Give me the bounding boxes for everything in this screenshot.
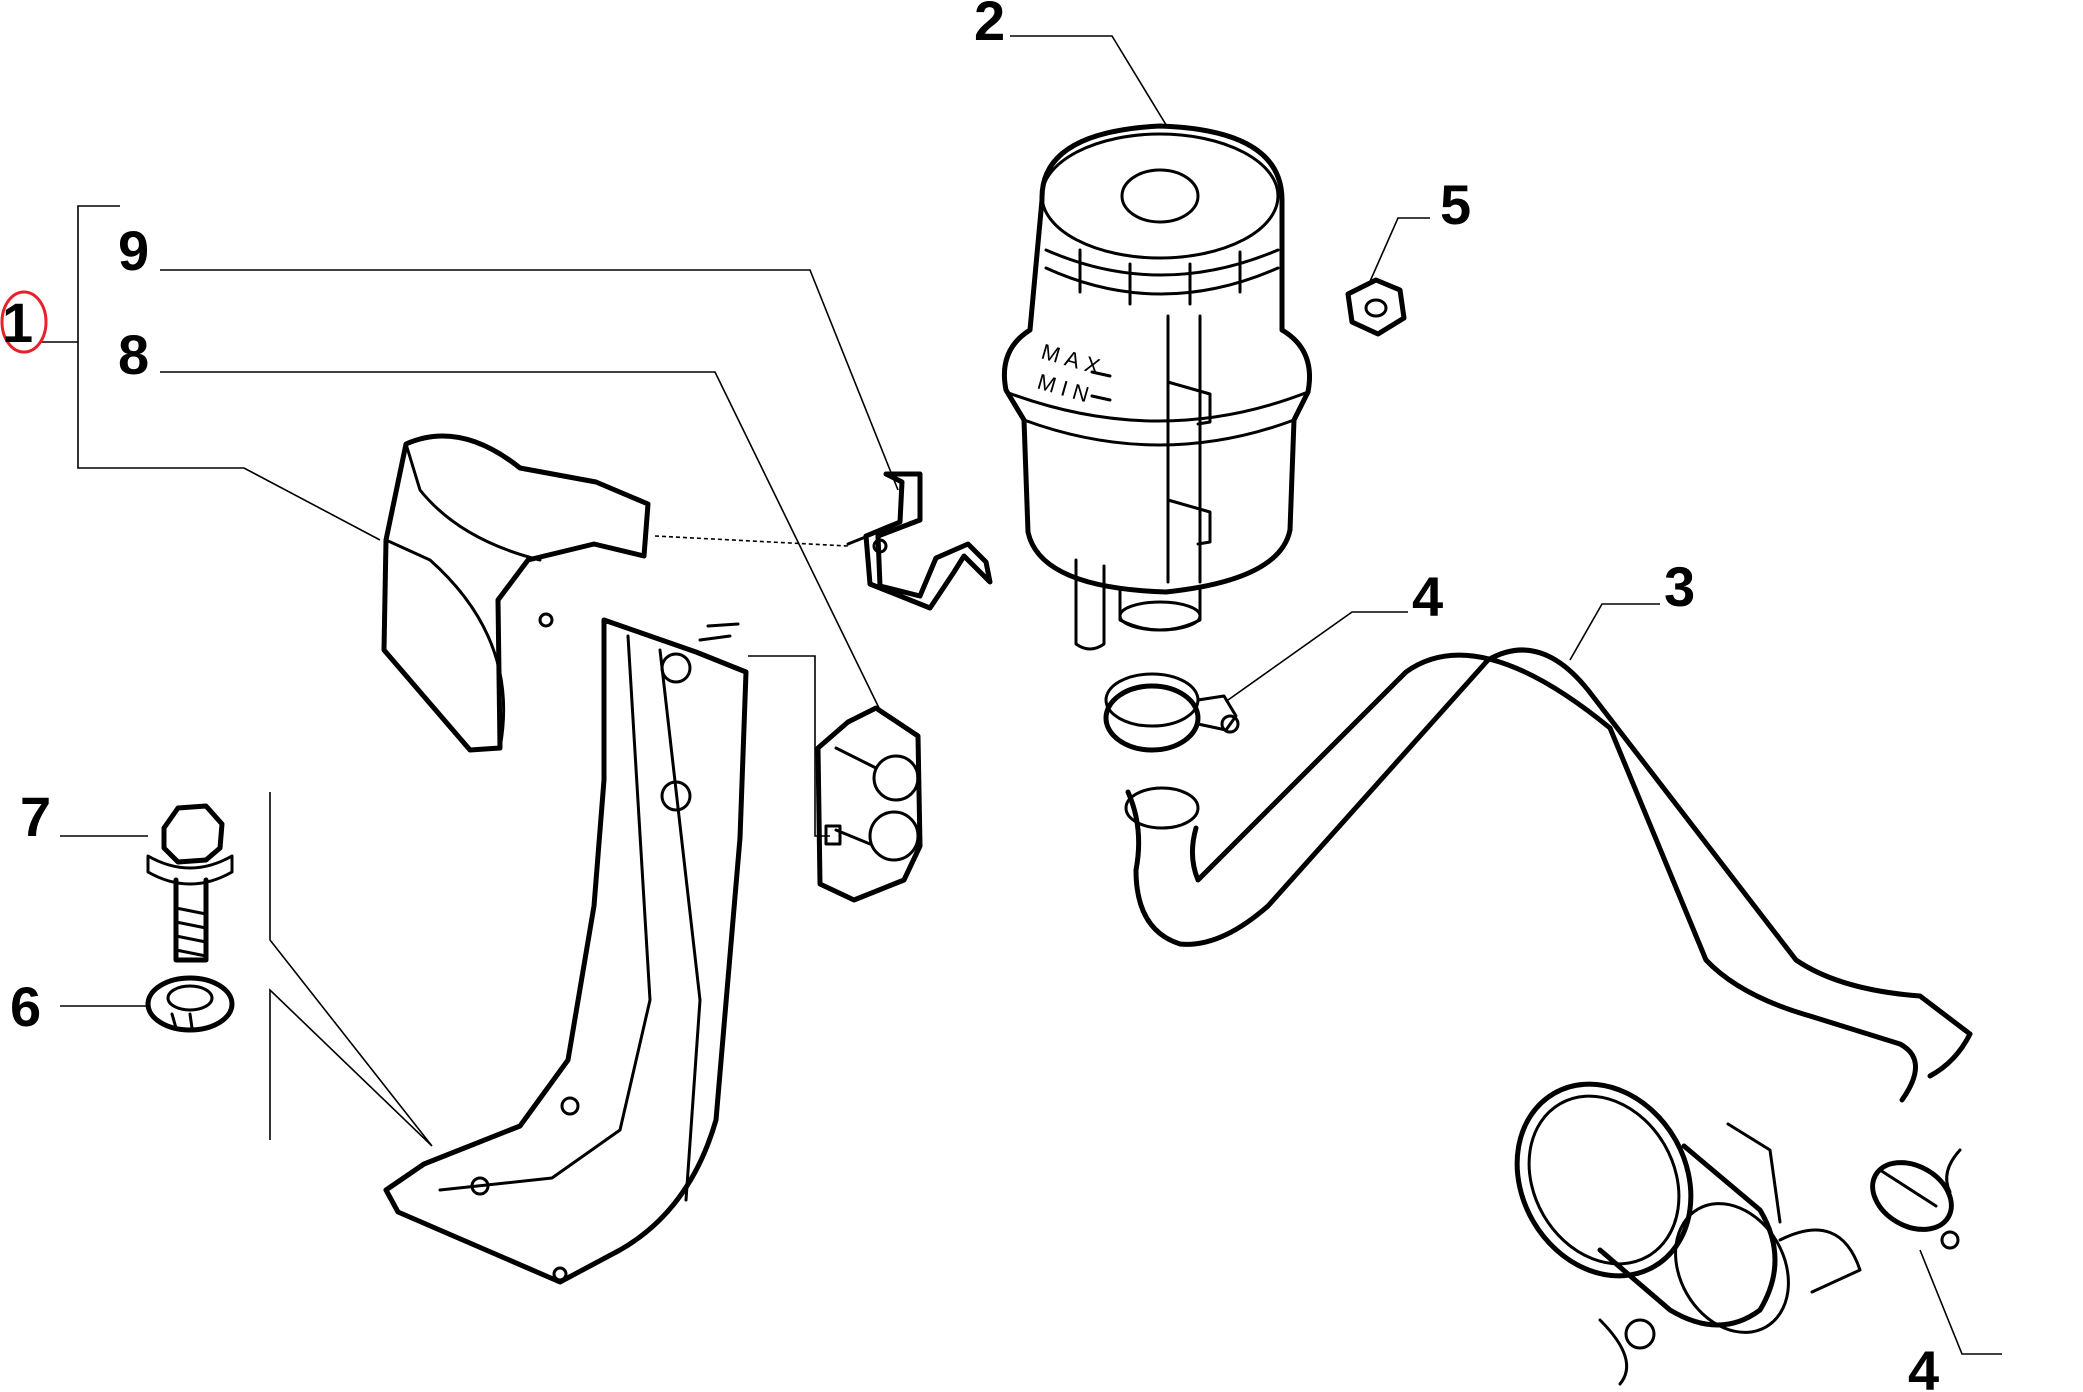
power-steering-reservoir: MAX MIN [1001,123,1312,651]
flange-bolt [146,803,234,963]
callout-4a: 4 [1412,565,1443,628]
reservoir-clip [846,471,993,611]
hex-nut [1345,277,1407,337]
callout-9: 9 [118,219,149,282]
reservoir-bracket [381,433,749,1285]
callout-6: 6 [10,975,41,1038]
hose-clamp-lower [1870,1160,1960,1250]
callout-1: 1 [2,291,33,354]
pipe-double-clamp [815,705,923,903]
power-steering-hose [1124,647,1973,1194]
callout-4b: 4 [1908,1339,1939,1392]
spring-washer [145,975,235,1033]
callout-7: 7 [20,785,51,848]
group-bracket-lines [40,205,381,541]
callout-8: 8 [118,323,149,386]
callout-5: 5 [1440,173,1471,236]
callout-2: 2 [974,0,1005,52]
callout-3: 3 [1664,555,1695,618]
highlight-circle [0,290,48,354]
leader-lines [60,35,2002,1355]
hose-clamp-upper [1103,672,1240,753]
callouts: 1 2 3 4 4 5 6 7 8 9 [2,0,1939,1392]
steering-pump [1514,1081,1862,1386]
